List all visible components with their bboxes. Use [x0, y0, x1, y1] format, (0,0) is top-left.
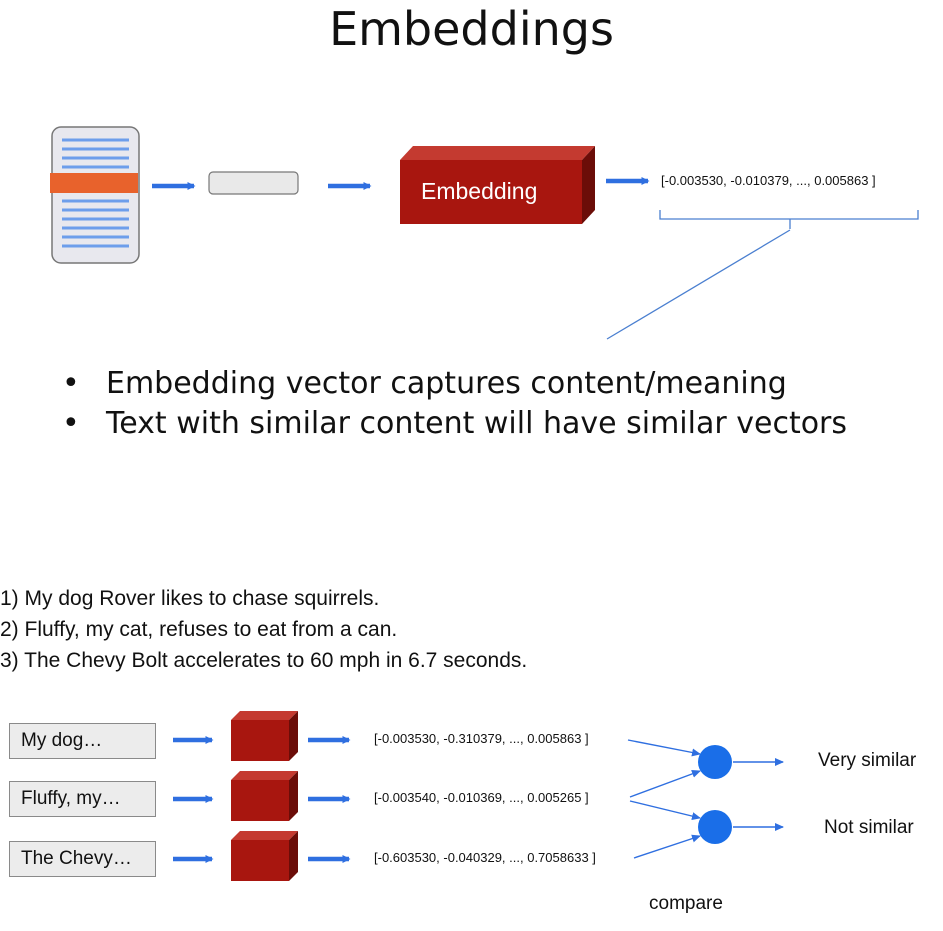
embedding-model-cube	[400, 146, 595, 224]
bullet-item: Embedding vector captures content/meanin…	[62, 364, 847, 404]
compare-label: compare	[649, 893, 723, 914]
input-box-3: The Chevy…	[9, 841, 156, 877]
embedding-model-label: Embedding	[421, 178, 538, 204]
page-title: Embeddings	[329, 2, 614, 56]
embedding-cube-3	[231, 831, 298, 881]
chunk-box	[208, 171, 299, 195]
row-arrows	[173, 736, 351, 863]
bullet-list: Embedding vector captures content/meanin…	[62, 364, 847, 444]
embedding-cube-2	[231, 771, 298, 821]
row-vector-1: [-0.003530, -0.310379, ..., 0.005863 ]	[374, 731, 589, 746]
sentence-item: 1) My dog Rover likes to chase squirrels…	[0, 587, 380, 610]
top-vector-text: [-0.003530, -0.010379, ..., 0.005863 ]	[661, 173, 876, 188]
sentence-item: 3) The Chevy Bolt accelerates to 60 mph …	[0, 649, 528, 672]
compare-node-1	[698, 745, 732, 779]
result-not-similar: Not similar	[824, 817, 914, 838]
vector-brace	[659, 210, 919, 229]
sentence-item: 2) Fluffy, my cat, refuses to eat from a…	[0, 618, 398, 641]
input-box-1: My dog…	[9, 723, 156, 759]
compare-connectors	[627, 739, 784, 859]
callout-line	[606, 229, 791, 340]
result-very-similar: Very similar	[818, 750, 917, 771]
compare-node-2	[698, 810, 732, 844]
document-icon	[50, 126, 140, 264]
embedding-cube-1	[231, 711, 298, 761]
row-vector-2: [-0.003540, -0.010369, ..., 0.005265 ]	[374, 790, 589, 805]
highlighted-chunk	[50, 173, 138, 193]
row-vector-3: [-0.603530, -0.040329, ..., 0.7058633 ]	[374, 850, 596, 865]
example-sentences: 1) My dog Rover likes to chase squirrels…	[0, 583, 527, 676]
input-box-2: Fluffy, my…	[9, 781, 156, 817]
bullet-item: Text with similar content will have simi…	[62, 404, 847, 444]
